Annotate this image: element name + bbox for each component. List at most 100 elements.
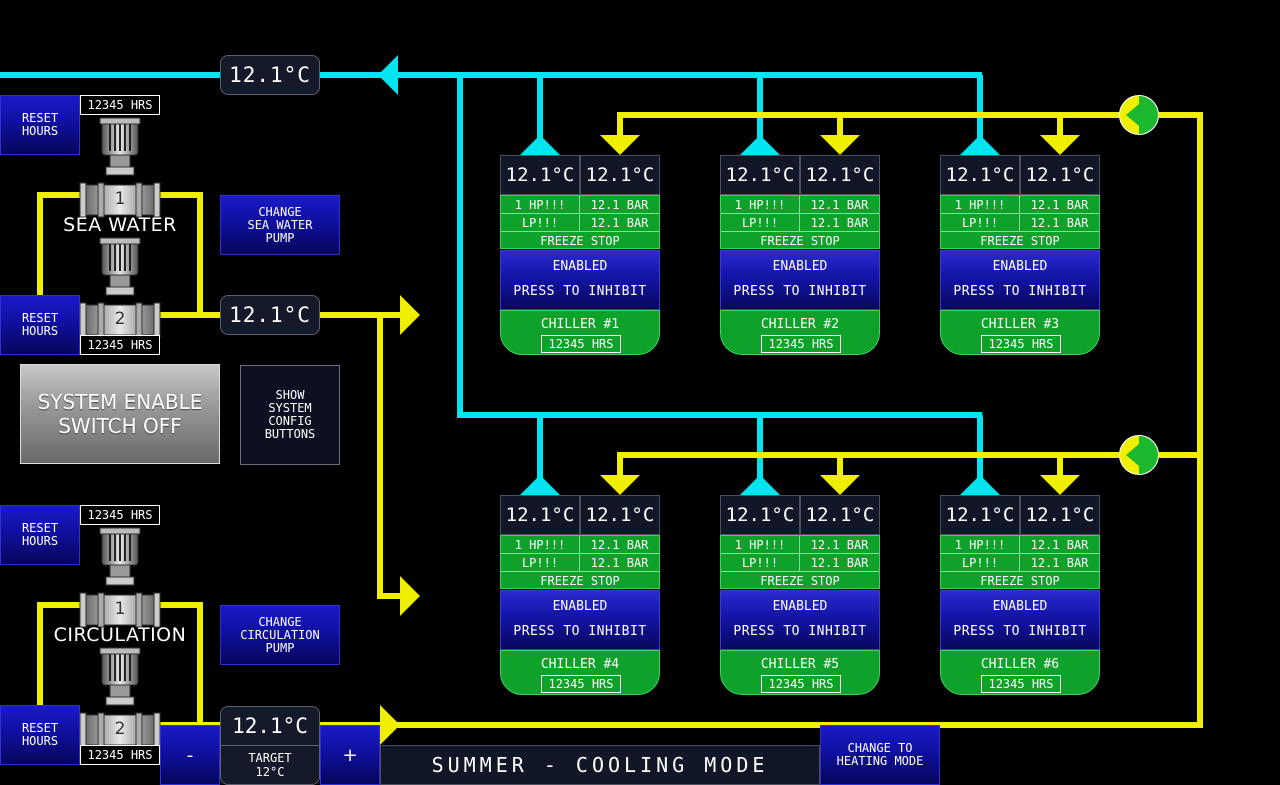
target-temp-box: 12.1°C TARGET 12°C (220, 706, 320, 785)
chiller-6: 12.1°C 12.1°C 1 HP!!! 12.1 BAR LP!!! 12.… (940, 495, 1100, 695)
target-label: TARGET 12°C (248, 751, 292, 779)
system-enable-line1: SYSTEM ENABLE (37, 390, 203, 414)
chiller-temps: 12.1°C 12.1°C (720, 495, 880, 535)
chiller-temp-out: 12.1°C (1020, 155, 1100, 195)
chiller-hp-alarm: 1 HP!!! (501, 536, 580, 553)
chiller-name: CHILLER #5 (760, 657, 840, 672)
chiller-alarms: 1 HP!!! 12.1 BAR LP!!! 12.1 BAR FREEZE S… (940, 195, 1100, 249)
change-circulation-pump-button[interactable]: CHANGE CIRCULATION PUMP (220, 605, 340, 665)
circ-pump-2-hours: 12345 HRS (80, 745, 160, 765)
valve-icon (1119, 435, 1159, 475)
chiller-hp-pressure: 12.1 BAR (590, 197, 649, 212)
sea-pump-2-hours: 12345 HRS (80, 335, 160, 355)
chiller-hours: 12345 HRS (541, 335, 621, 353)
chiller-freeze-stop: FREEZE STOP (980, 234, 1060, 248)
chiller-inhibit-button[interactable]: ENABLED PRESS TO INHIBIT (500, 250, 660, 310)
chiller-5: 12.1°C 12.1°C 1 HP!!! 12.1 BAR LP!!! 12.… (720, 495, 880, 695)
chiller-status: ENABLED (552, 259, 608, 274)
chiller-temps: 12.1°C 12.1°C (940, 495, 1100, 535)
chiller-lp-alarm: LP!!! (501, 554, 580, 571)
target-decrease-button[interactable]: - (160, 725, 220, 785)
mode-label: SUMMER - COOLING MODE (380, 745, 820, 785)
chiller-footer: CHILLER #3 12345 HRS (940, 310, 1100, 355)
circ-pump-1-hours: 12345 HRS (80, 505, 160, 525)
chiller-inhibit-button[interactable]: ENABLED PRESS TO INHIBIT (940, 250, 1100, 310)
system-enable-line2: SWITCH OFF (58, 414, 182, 438)
chiller-alarms: 1 HP!!! 12.1 BAR LP!!! 12.1 BAR FREEZE S… (720, 535, 880, 589)
chiller-action: PRESS TO INHIBIT (513, 624, 647, 639)
chiller-temp-out: 12.1°C (580, 495, 660, 535)
chiller-lp-pressure: 12.1 BAR (1030, 215, 1089, 230)
chiller-freeze-stop: FREEZE STOP (540, 574, 620, 588)
chiller-alarms: 1 HP!!! 12.1 BAR LP!!! 12.1 BAR FREEZE S… (720, 195, 880, 249)
sea-pump-1-hours: 12345 HRS (80, 95, 160, 115)
chiller-freeze-stop: FREEZE STOP (540, 234, 620, 248)
chiller-lp-alarm: LP!!! (941, 214, 1020, 231)
top-supply-temp: 12.1°C (220, 55, 320, 95)
chiller-status: ENABLED (992, 259, 1048, 274)
chiller-hp-pressure: 12.1 BAR (1030, 197, 1089, 212)
chiller-action: PRESS TO INHIBIT (953, 284, 1087, 299)
chiller-freeze-stop: FREEZE STOP (760, 234, 840, 248)
chiller-hp-alarm: 1 HP!!! (501, 196, 580, 213)
chiller-lp-pressure: 12.1 BAR (1030, 555, 1089, 570)
chiller-name: CHILLER #4 (540, 657, 620, 672)
chiller-temp-out: 12.1°C (800, 155, 880, 195)
chiller-temp-in: 12.1°C (500, 495, 580, 535)
circulation-label: CIRCULATION (53, 624, 187, 646)
target-increase-button[interactable]: + (320, 725, 380, 785)
valve-icon (1119, 95, 1159, 135)
chiller-hp-alarm: 1 HP!!! (721, 196, 800, 213)
chiller-alarms: 1 HP!!! 12.1 BAR LP!!! 12.1 BAR FREEZE S… (500, 195, 660, 249)
chiller-3: 12.1°C 12.1°C 1 HP!!! 12.1 BAR LP!!! 12.… (940, 155, 1100, 355)
chiller-status: ENABLED (552, 599, 608, 614)
chiller-temps: 12.1°C 12.1°C (940, 155, 1100, 195)
chiller-hp-alarm: 1 HP!!! (941, 196, 1020, 213)
chiller-temps: 12.1°C 12.1°C (720, 155, 880, 195)
reset-hours-circ-pump-1-button[interactable]: RESET HOURS (0, 505, 80, 565)
chiller-action: PRESS TO INHIBIT (953, 624, 1087, 639)
chiller-lp-alarm: LP!!! (941, 554, 1020, 571)
chiller-4: 12.1°C 12.1°C 1 HP!!! 12.1 BAR LP!!! 12.… (500, 495, 660, 695)
circulation-out-temp: 12.1°C (221, 707, 319, 746)
chiller-footer: CHILLER #2 12345 HRS (720, 310, 880, 355)
system-enable-switch-button[interactable]: SYSTEM ENABLE SWITCH OFF (20, 364, 220, 464)
chiller-1: 12.1°C 12.1°C 1 HP!!! 12.1 BAR LP!!! 12.… (500, 155, 660, 355)
chiller-action: PRESS TO INHIBIT (733, 284, 867, 299)
circ-pump-1-number: 1 (114, 599, 126, 619)
reset-hours-sea-pump-2-button[interactable]: RESET HOURS (0, 295, 80, 355)
chiller-hp-alarm: 1 HP!!! (941, 536, 1020, 553)
chiller-inhibit-button[interactable]: ENABLED PRESS TO INHIBIT (720, 250, 880, 310)
chiller-freeze-stop: FREEZE STOP (760, 574, 840, 588)
chiller-temp-out: 12.1°C (1020, 495, 1100, 535)
chiller-hours: 12345 HRS (981, 335, 1061, 353)
chiller-name: CHILLER #3 (980, 317, 1060, 332)
chiller-hp-pressure: 12.1 BAR (810, 537, 869, 552)
chiller-status: ENABLED (992, 599, 1048, 614)
chiller-name: CHILLER #1 (540, 317, 620, 332)
chiller-freeze-stop: FREEZE STOP (980, 574, 1060, 588)
chiller-inhibit-button[interactable]: ENABLED PRESS TO INHIBIT (720, 590, 880, 650)
chiller-temp-in: 12.1°C (720, 495, 800, 535)
chiller-temp-in: 12.1°C (940, 155, 1020, 195)
chiller-hp-pressure: 12.1 BAR (590, 537, 649, 552)
sea-water-out-temp: 12.1°C (220, 295, 320, 335)
chiller-lp-alarm: LP!!! (721, 554, 800, 571)
chiller-inhibit-button[interactable]: ENABLED PRESS TO INHIBIT (940, 590, 1100, 650)
chiller-action: PRESS TO INHIBIT (513, 284, 647, 299)
change-sea-water-pump-button[interactable]: CHANGE SEA WATER PUMP (220, 195, 340, 255)
show-system-config-button[interactable]: SHOW SYSTEM CONFIG BUTTONS (240, 365, 340, 465)
circ-pump-2-number: 2 (114, 719, 126, 739)
sea-pump-2-number: 2 (114, 309, 126, 329)
reset-hours-sea-pump-1-button[interactable]: RESET HOURS (0, 95, 80, 155)
chiller-lp-alarm: LP!!! (501, 214, 580, 231)
reset-hours-circ-pump-2-button[interactable]: RESET HOURS (0, 705, 80, 765)
change-to-heating-mode-button[interactable]: CHANGE TO HEATING MODE (820, 725, 940, 785)
chiller-hours: 12345 HRS (981, 675, 1061, 693)
chiller-hours: 12345 HRS (761, 675, 841, 693)
chiller-footer: CHILLER #1 12345 HRS (500, 310, 660, 355)
chiller-inhibit-button[interactable]: ENABLED PRESS TO INHIBIT (500, 590, 660, 650)
chiller-temp-in: 12.1°C (500, 155, 580, 195)
chiller-temp-in: 12.1°C (720, 155, 800, 195)
